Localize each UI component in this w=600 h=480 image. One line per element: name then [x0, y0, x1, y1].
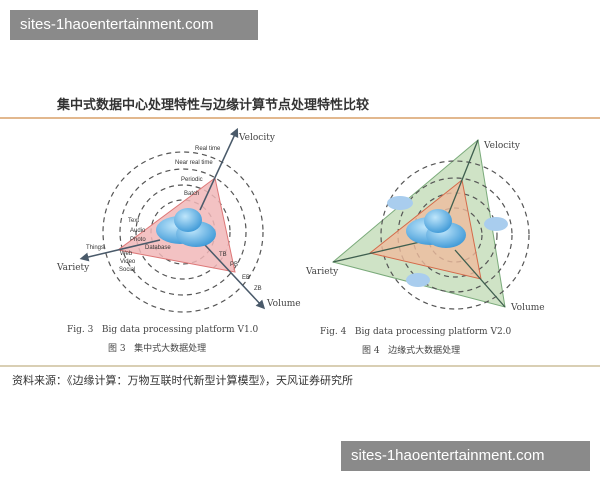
- tick: EB: [242, 275, 250, 281]
- tick: TB: [219, 252, 227, 258]
- tick: Real time: [195, 146, 221, 152]
- tick: Audio: [130, 228, 146, 234]
- page-title: 集中式数据中心处理特性与边缘计算节点处理特性比较: [57, 98, 370, 113]
- axis-label: Velocity: [238, 133, 276, 143]
- tick: Things: [86, 245, 104, 251]
- tick: Social: [119, 267, 135, 273]
- source-divider: [0, 365, 600, 367]
- tick: Batch: [184, 191, 199, 197]
- cloud-icon: [156, 208, 216, 247]
- caption-zh: 图 4 边缘式大数据处理: [362, 344, 460, 356]
- caption-zh: 图 3 集中式大数据处理: [108, 342, 206, 354]
- tick: Photo: [130, 237, 146, 243]
- caption-en: Fig. 4 Big data processing platform V2.0: [320, 327, 512, 337]
- small-cloud-icons: [387, 196, 508, 287]
- axis-label: Variety: [305, 267, 339, 277]
- watermark-top: sites-1haoentertainment.com: [10, 10, 258, 40]
- tick: Text: [128, 218, 139, 224]
- axis-label: Variety: [56, 263, 90, 273]
- tick: ZB: [254, 286, 262, 292]
- tick: Web: [120, 251, 133, 257]
- watermark-bottom: sites-1haoentertainment.com: [341, 441, 590, 471]
- tick: Database: [145, 245, 171, 251]
- axis-label: Volume: [266, 299, 301, 309]
- tick: Periodic: [181, 177, 203, 183]
- caption-en: Fig. 3 Big data processing platform V1.0: [67, 325, 259, 335]
- axis-label: Velocity: [483, 141, 521, 151]
- source-note: 资料来源：《边缘计算：万物互联时代新型计算模型》，天风证券研究所: [12, 374, 353, 387]
- tick: PB: [230, 262, 238, 268]
- tick: Video: [120, 259, 136, 265]
- tick: Near real time: [175, 160, 213, 166]
- cloud-icon: [406, 209, 466, 248]
- title-divider: [0, 117, 600, 119]
- fig4-diagram: Velocity Variety Volume Fig. 4 Big data …: [305, 139, 545, 356]
- fig3-diagram: Real time Near real time Periodic Batch …: [56, 127, 301, 354]
- axis-label: Volume: [510, 303, 545, 313]
